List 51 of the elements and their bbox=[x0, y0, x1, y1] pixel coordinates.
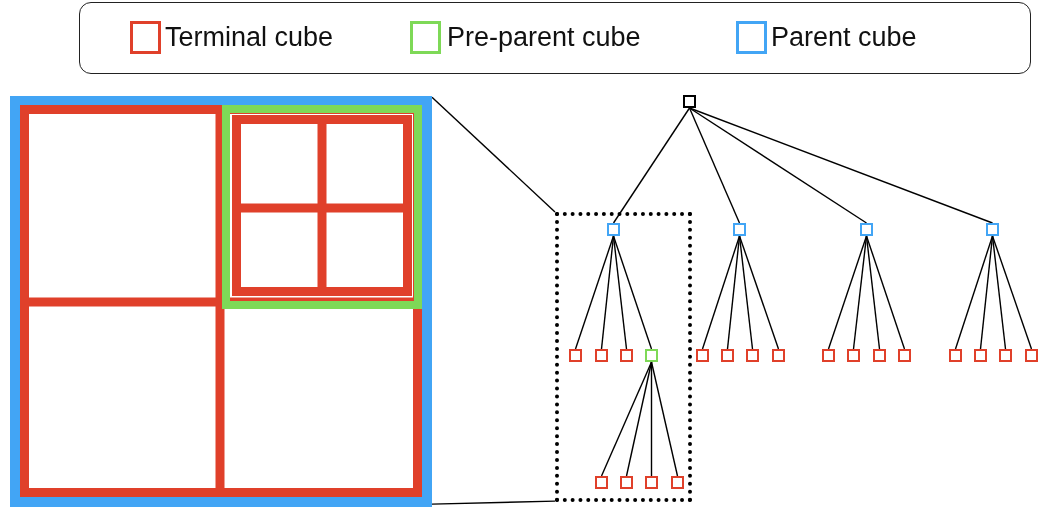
tree-node-square bbox=[822, 349, 835, 362]
tree-node-square bbox=[999, 349, 1012, 362]
tree-node-square bbox=[772, 349, 785, 362]
tree-edge bbox=[738, 235, 780, 350]
tree-edge bbox=[612, 235, 653, 350]
tree-node-square bbox=[986, 223, 999, 236]
tree-edge bbox=[991, 235, 1007, 350]
tree-edge bbox=[688, 107, 868, 224]
legend-label: Pre-parent cube bbox=[447, 21, 641, 54]
tree-edge bbox=[852, 235, 868, 350]
tree-edge bbox=[574, 235, 615, 350]
tree-node-square bbox=[898, 349, 911, 362]
tree-node-square bbox=[860, 223, 873, 236]
tree-node-square bbox=[847, 349, 860, 362]
tree-node-square bbox=[1025, 349, 1038, 362]
tree-node-square bbox=[607, 223, 620, 236]
tree-node-square bbox=[721, 349, 734, 362]
tree-node-square bbox=[569, 349, 582, 362]
tree-edge bbox=[612, 107, 691, 224]
tree-node-square bbox=[645, 349, 658, 362]
tree-edge bbox=[612, 235, 628, 350]
zoom-leader-line bbox=[431, 500, 556, 505]
tree-node-square bbox=[595, 349, 608, 362]
zoom-leader-line bbox=[431, 96, 556, 213]
tree-node-square bbox=[683, 95, 696, 108]
tree-node-square bbox=[595, 476, 608, 489]
tree-edge bbox=[650, 361, 679, 477]
tree-edge bbox=[991, 235, 1033, 350]
tree-edge bbox=[625, 361, 653, 477]
tree-edge bbox=[688, 107, 994, 224]
tree-edge bbox=[688, 107, 741, 224]
tree-node-square bbox=[746, 349, 759, 362]
tree-edge bbox=[865, 235, 906, 350]
tree-node-square bbox=[645, 476, 658, 489]
tree-node-square bbox=[873, 349, 886, 362]
tree-edge bbox=[827, 235, 868, 350]
zoom-region-box bbox=[555, 212, 692, 502]
tree-edge bbox=[738, 235, 754, 350]
legend-label: Terminal cube bbox=[165, 21, 334, 54]
tree-node-square bbox=[949, 349, 962, 362]
legend-label: Parent cube bbox=[771, 21, 917, 54]
tree-node-square bbox=[696, 349, 709, 362]
tree-node-square bbox=[974, 349, 987, 362]
tree-edge bbox=[701, 235, 741, 350]
tree-node-square bbox=[620, 476, 633, 489]
tree-edge bbox=[865, 235, 881, 350]
tree-node-square bbox=[671, 476, 684, 489]
tree-node-square bbox=[620, 349, 633, 362]
quadtree-cube-drawing bbox=[10, 96, 432, 507]
tree-edge bbox=[954, 235, 994, 350]
tree-node-square bbox=[733, 223, 746, 236]
